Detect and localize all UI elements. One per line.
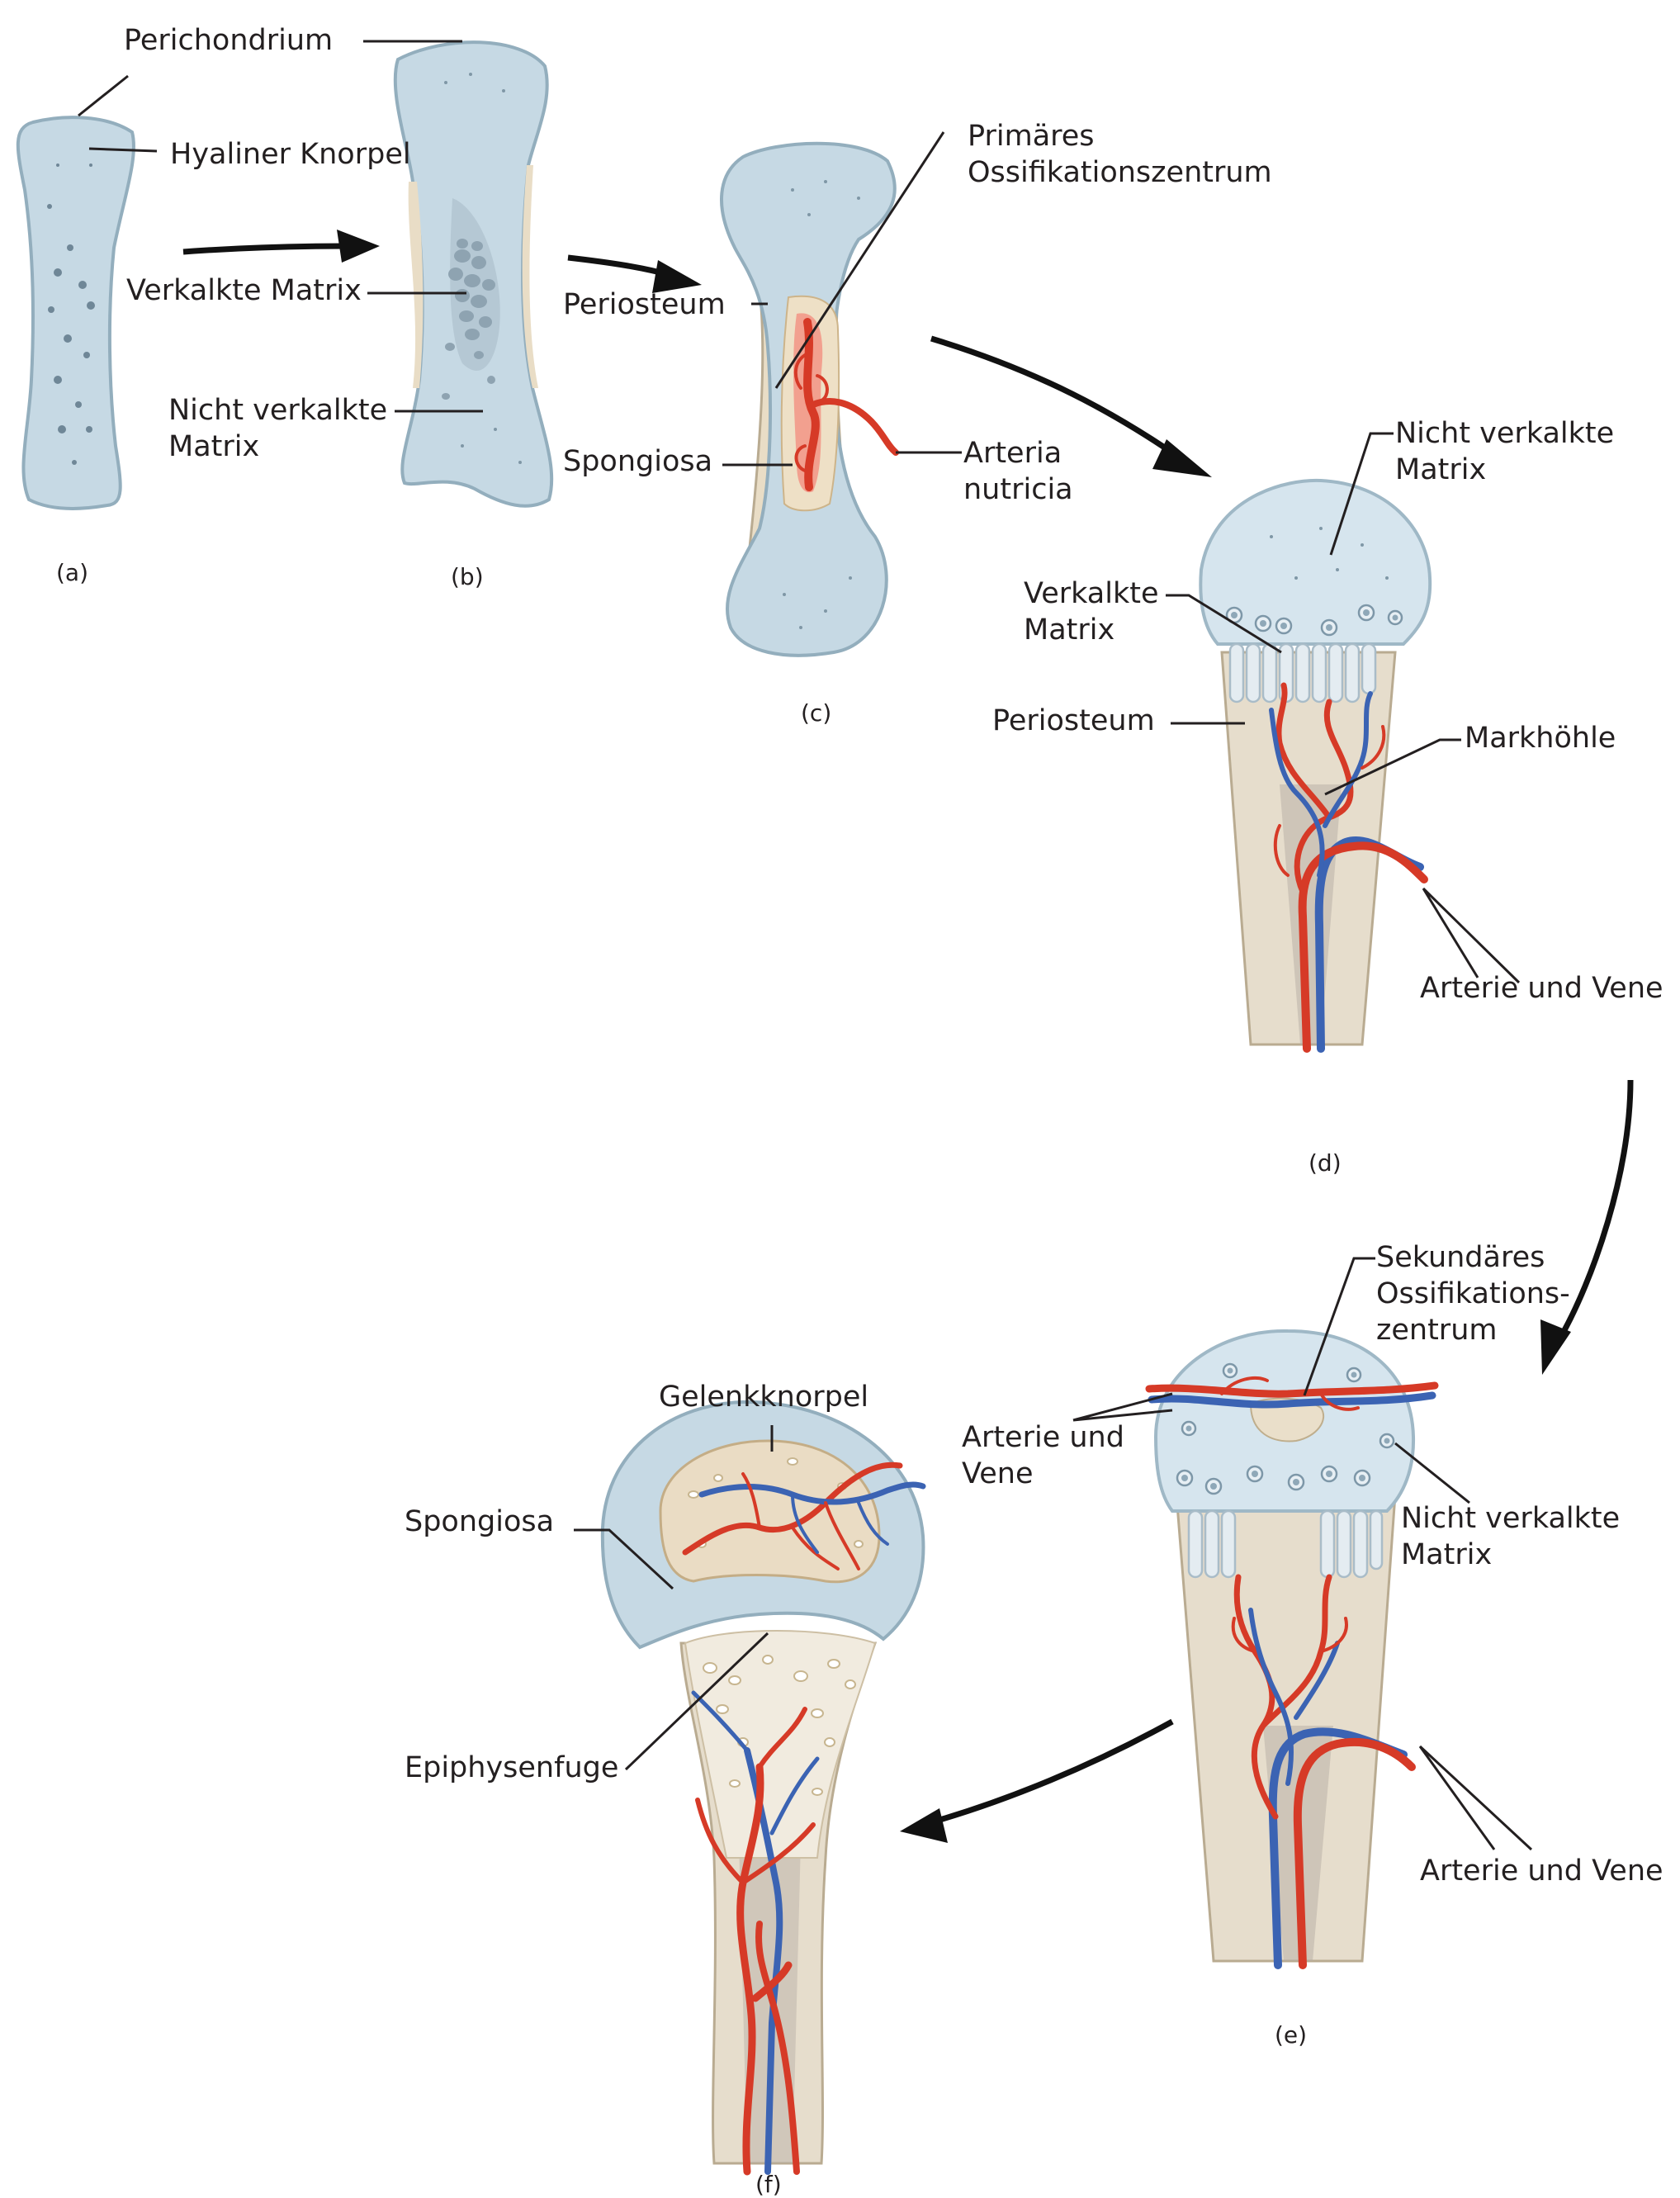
arrow-e-to-f [936, 1718, 1174, 1824]
label-e-arterie-vene-line2: Vene [962, 1457, 1033, 1490]
label-d-periosteum: Periosteum [992, 704, 1155, 737]
caption-a: (a) [56, 559, 88, 586]
label-b-nicht-verkalkte-line1: Nicht verkalkte [168, 394, 387, 427]
label-d-nicht-verkalkte-line2: Matrix [1395, 453, 1486, 486]
label-verkalkte-matrix: Verkalkte Matrix [126, 274, 362, 307]
label-gelenkknorpel: Gelenkknorpel [659, 1381, 868, 1414]
label-d-verkalkte-line2: Matrix [1024, 613, 1114, 647]
label-primaeres-line1: Primäres [968, 120, 1095, 153]
label-e-nicht-verkalkte-line1: Nicht verkalkte [1401, 1502, 1620, 1535]
arrow-c-to-d-head [1152, 439, 1212, 477]
caption-d: (d) [1309, 1149, 1342, 1177]
label-hyaliner-knorpel: Hyaliner Knorpel [170, 138, 411, 171]
arrow-a-to-b [182, 243, 348, 255]
caption-f: (f) [755, 2171, 782, 2198]
label-d-nicht-verkalkte-line1: Nicht verkalkte [1395, 417, 1614, 450]
stage-f-epiphyseal-plate [600, 1400, 926, 2176]
label-e-nicht-verkalkte-line2: Matrix [1401, 1538, 1492, 1571]
label-sekundaeres-line3: zentrum [1376, 1314, 1497, 1347]
label-e-arterie-vene: Arterie und Vene [1420, 1855, 1663, 1888]
label-markhoehle: Markhöhle [1465, 722, 1616, 755]
stage-b-calcified-matrix [393, 40, 554, 508]
label-b-nicht-verkalkte-line2: Matrix [168, 430, 259, 463]
stage-c-primary-ossification [720, 141, 899, 657]
label-d-arterie-vene: Arterie und Vene [1420, 972, 1663, 1005]
label-d-verkalkte-line1: Verkalkte [1024, 577, 1159, 610]
stage-d-medullary-cavity [1199, 478, 1432, 1053]
label-arteria-line2: nutricia [963, 473, 1073, 506]
label-f-spongiosa: Spongiosa [405, 1505, 554, 1538]
label-c-spongiosa: Spongiosa [563, 445, 712, 478]
label-c-periosteum: Periosteum [563, 288, 726, 321]
process-arrows [182, 230, 1634, 1843]
leader-lines [78, 40, 1533, 1851]
arrow-d-to-e [1557, 1079, 1634, 1339]
arrow-b-to-c-head [652, 260, 702, 293]
label-sekundaeres-line1: Sekundäres [1376, 1241, 1545, 1274]
label-epiphysenfuge: Epiphysenfuge [405, 1751, 618, 1784]
arrow-d-to-e-head [1540, 1319, 1571, 1375]
arrow-e-to-f-head [900, 1808, 948, 1843]
arrow-c-to-d [930, 335, 1182, 461]
labels: Perichondrium Hyaliner Knorpel Verkalkte… [56, 24, 1663, 2198]
label-perichondrium: Perichondrium [124, 24, 333, 57]
caption-c: (c) [801, 699, 831, 727]
stage-e-secondary-ossification [1145, 1329, 1439, 1969]
caption-b: (b) [451, 563, 484, 590]
stage-a-cartilage-model [16, 116, 135, 510]
label-arteria-line1: Arteria [963, 437, 1062, 470]
arrow-a-to-b-head [337, 230, 380, 263]
label-sekundaeres-line2: Ossifikations- [1376, 1277, 1570, 1310]
label-e-arterie-vene-line1: Arterie und [962, 1421, 1124, 1454]
label-primaeres-line2: Ossifikationszentrum [968, 156, 1272, 189]
caption-e: (e) [1275, 2021, 1307, 2049]
